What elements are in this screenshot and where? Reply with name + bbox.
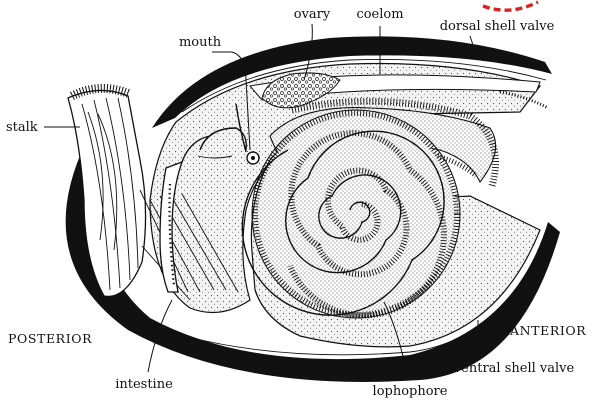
label-mouth: mouth [179,35,222,50]
label-anterior: ANTERIOR [509,323,586,338]
label-posterior: POSTERIOR [8,331,92,346]
label-coelom: coelom [356,7,403,22]
label-ovary: ovary [294,7,331,22]
label-ventral-shell-valve: ventral shell valve [453,361,575,376]
label-lophophore: lophophore [373,384,448,399]
label-dorsal-shell-valve: dorsal shell valve [440,19,555,34]
label-stalk: stalk [6,120,38,135]
label-intestine: intestine [115,377,173,392]
red-dashed-mark [483,2,538,10]
